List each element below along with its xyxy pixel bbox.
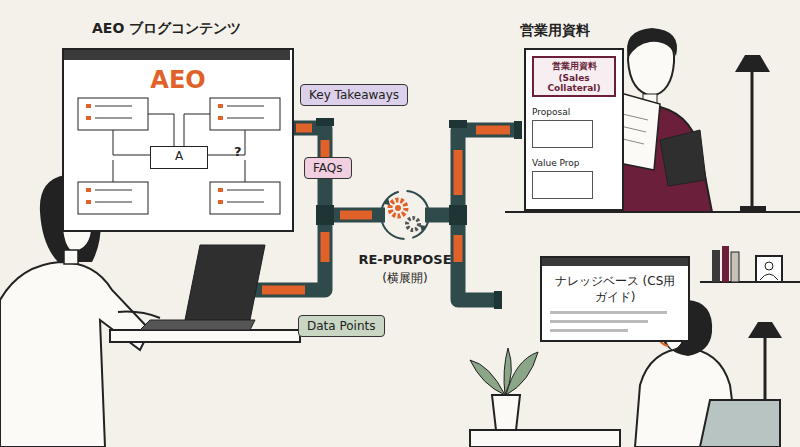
- document-field: [532, 120, 593, 148]
- text-line: [550, 311, 667, 314]
- window-bar: [542, 258, 688, 266]
- section-heading: AEO ブログコンテンツ: [92, 20, 241, 38]
- document-header: 営業用資料 (Sales Collateral): [532, 56, 616, 97]
- process-subtitle: (横展開): [355, 270, 455, 287]
- blog-window: AEO ブログコンテンツAEOA: [62, 48, 294, 232]
- section-heading: 営業用資料: [520, 22, 590, 40]
- process-label: RE-PURPOSE: [355, 252, 455, 267]
- tag-text: Key Takeaways: [309, 88, 399, 102]
- field-label: Value Prop: [532, 158, 616, 168]
- text-line: [550, 329, 628, 332]
- question-mark: ?: [234, 144, 242, 159]
- sales-document: 営業用資料 (Sales Collateral) ProposalValue Pr…: [524, 48, 624, 211]
- faqs-tag: FAQs: [304, 157, 352, 179]
- blog-title: AEO: [64, 66, 292, 94]
- tag-text: FAQs: [313, 161, 343, 175]
- data-points-tag: Data Points: [298, 315, 385, 337]
- field-label: Proposal: [532, 107, 616, 117]
- document-field: [532, 171, 593, 199]
- answer-box: A: [150, 146, 208, 169]
- text-line: [550, 320, 648, 323]
- key-takeaways-tag: Key Takeaways: [300, 84, 408, 106]
- knowledge-base-window: ナレッジベース (CS用ガイド): [540, 256, 690, 342]
- tag-text: Data Points: [307, 319, 376, 333]
- answer-letter: A: [157, 147, 201, 165]
- window-title: ナレッジベース (CS用ガイド): [550, 274, 680, 305]
